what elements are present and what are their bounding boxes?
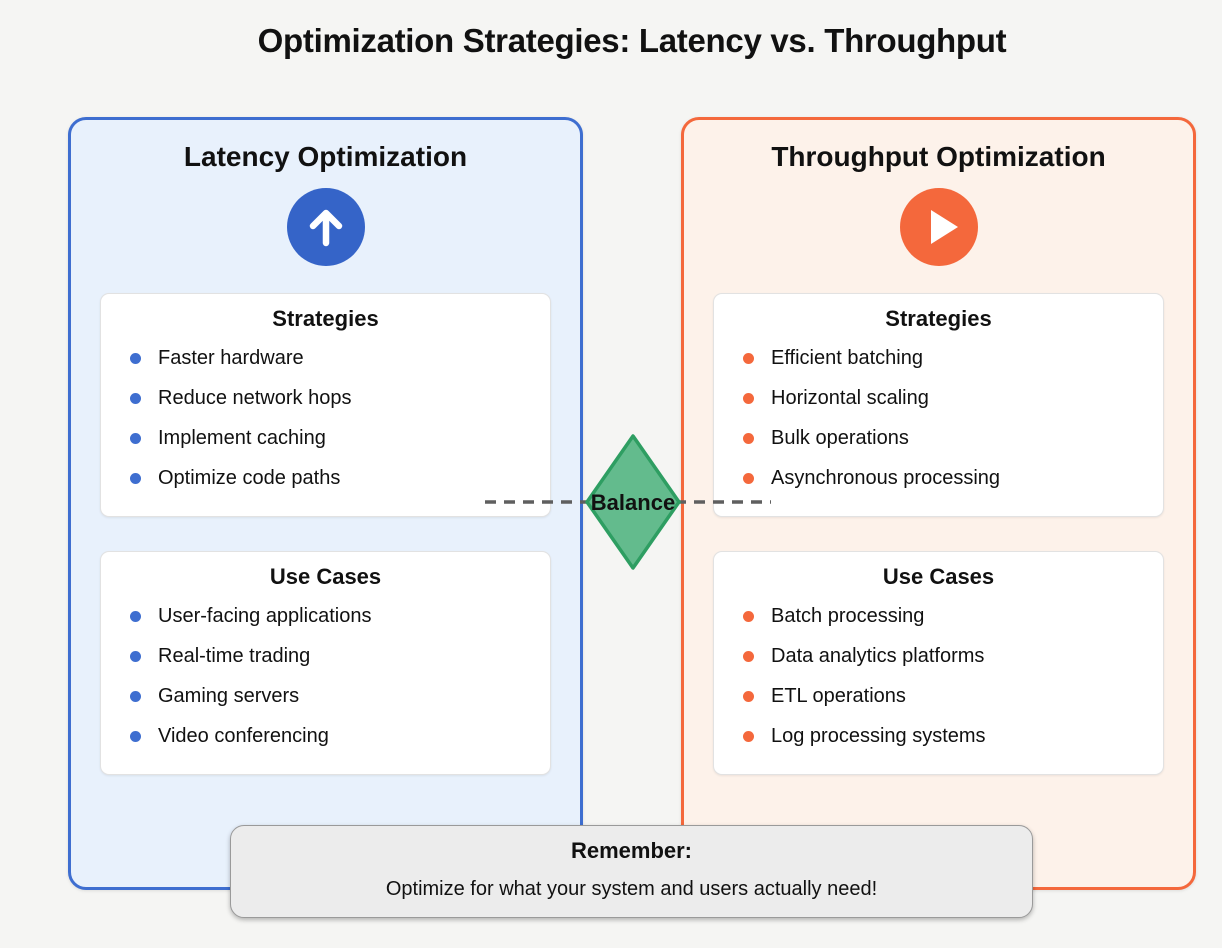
card-heading: Strategies xyxy=(885,306,992,331)
list-item-label: Gaming servers xyxy=(158,684,300,707)
strategies-list: Faster hardware Reduce network hops Impl… xyxy=(101,338,550,498)
card-heading: Use Cases xyxy=(882,564,995,589)
balance-diamond xyxy=(585,434,681,570)
list-item-label: ETL operations xyxy=(771,684,906,707)
bullet-dot-icon xyxy=(130,610,141,622)
balance-connector: Balance xyxy=(485,434,771,570)
list-item: Batch processing xyxy=(714,596,1163,636)
list-item-label: Bulk operations xyxy=(771,426,909,449)
list-item: Faster hardware xyxy=(101,338,550,378)
bullet-dot-icon xyxy=(743,472,754,484)
list-item-label: Reduce network hops xyxy=(158,386,352,409)
list-item: User-facing applications xyxy=(101,596,550,636)
strategies-list: Efficient batching Horizontal scaling Bu… xyxy=(714,338,1163,498)
list-item: Log processing systems xyxy=(714,716,1163,756)
list-item-label: Implement caching xyxy=(158,426,326,449)
throughput-use-cases-card: Use Cases Batch processing Data analytic… xyxy=(713,551,1164,775)
list-item: Data analytics platforms xyxy=(714,636,1163,676)
bullet-dot-icon xyxy=(743,690,754,702)
list-item-label: Log processing systems xyxy=(771,724,986,747)
bullet-dot-icon xyxy=(130,352,141,364)
throughput-strategies-card: Strategies Efficient batching Horizontal… xyxy=(713,293,1164,517)
card-heading: Strategies xyxy=(272,306,379,331)
page-title: Optimization Strategies: Latency vs. Thr… xyxy=(257,22,1007,59)
list-item: ETL operations xyxy=(714,676,1163,716)
bullet-dot-icon xyxy=(743,352,754,364)
bullet-dot-icon xyxy=(130,432,141,444)
list-item-label: Horizontal scaling xyxy=(771,386,929,409)
bullet-dot-icon xyxy=(130,690,141,702)
list-item-label: Efficient batching xyxy=(771,346,923,369)
throughput-panel: Throughput Optimization Strategies Effic… xyxy=(681,117,1196,890)
list-item-label: Batch processing xyxy=(771,604,925,627)
latency-icon-badge xyxy=(286,188,365,266)
use-cases-list: Batch processing Data analytics platform… xyxy=(714,596,1163,756)
list-item-label: Faster hardware xyxy=(158,346,304,369)
play-icon xyxy=(930,210,958,244)
balance-label: Balance xyxy=(591,490,675,515)
card-heading: Use Cases xyxy=(269,564,382,589)
list-item-label: Data analytics platforms xyxy=(771,644,985,667)
bullet-dot-icon xyxy=(743,432,754,444)
bullet-dot-icon xyxy=(130,730,141,742)
list-item: Efficient batching xyxy=(714,338,1163,378)
list-item-label: Optimize code paths xyxy=(158,466,341,489)
list-item: Bulk operations xyxy=(714,418,1163,458)
bullet-dot-icon xyxy=(743,610,754,622)
bullet-dot-icon xyxy=(743,650,754,662)
list-item: Asynchronous processing xyxy=(714,458,1163,498)
reminder-heading: Remember: xyxy=(570,838,693,863)
use-cases-list: User-facing applications Real-time tradi… xyxy=(101,596,550,756)
list-item: Real-time trading xyxy=(101,636,550,676)
bullet-dot-icon xyxy=(130,472,141,484)
throughput-panel-title: Throughput Optimization xyxy=(771,141,1106,172)
bullet-dot-icon xyxy=(743,392,754,404)
arrow-up-icon xyxy=(309,209,342,247)
list-item-label: User-facing applications xyxy=(158,604,372,627)
list-item: Implement caching xyxy=(101,418,550,458)
list-item-label: Real-time trading xyxy=(158,644,311,667)
list-item: Video conferencing xyxy=(101,716,550,756)
reminder-text: Optimize for what your system and users … xyxy=(385,878,878,900)
reminder-box: Remember: Optimize for what your system … xyxy=(230,825,1033,918)
throughput-icon-badge xyxy=(899,188,978,266)
bullet-dot-icon xyxy=(130,392,141,404)
list-item-label: Asynchronous processing xyxy=(771,466,1001,489)
list-item: Reduce network hops xyxy=(101,378,550,418)
list-item: Gaming servers xyxy=(101,676,550,716)
bullet-dot-icon xyxy=(130,650,141,662)
list-item: Optimize code paths xyxy=(101,458,550,498)
bullet-dot-icon xyxy=(743,730,754,742)
latency-strategies-card: Strategies Faster hardware Reduce networ… xyxy=(100,293,551,517)
list-item: Horizontal scaling xyxy=(714,378,1163,418)
latency-panel-title: Latency Optimization xyxy=(183,141,468,172)
latency-use-cases-card: Use Cases User-facing applications Real-… xyxy=(100,551,551,775)
list-item-label: Video conferencing xyxy=(158,724,329,747)
latency-panel: Latency Optimization Strategies Faster h… xyxy=(68,117,583,890)
